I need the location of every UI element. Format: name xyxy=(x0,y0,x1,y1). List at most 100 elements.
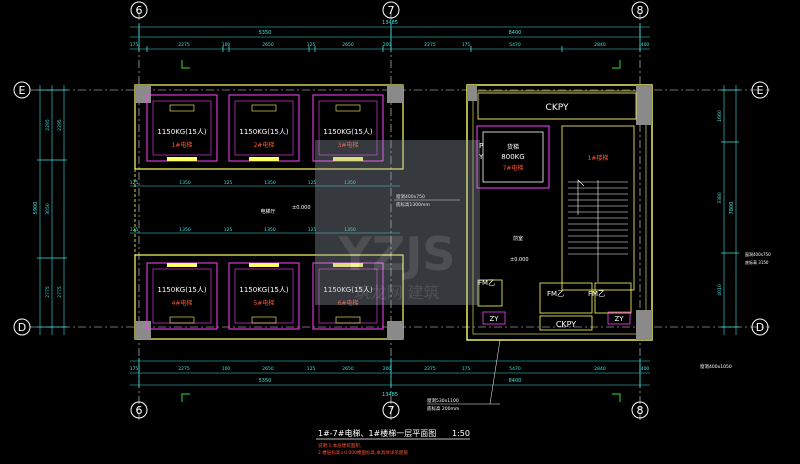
right-core-block: CKPY xyxy=(466,84,653,341)
dim-bottom-overall: 13485 xyxy=(382,392,398,398)
dim-bottom-seg: 5470 xyxy=(509,366,521,372)
freight-elevator-shaft: 货梯 800KG 7#电梯 xyxy=(476,125,550,189)
dim-bottom-seg: 2650 xyxy=(342,366,354,372)
bottom-window-note-1: 窗洞530x1100 xyxy=(427,397,459,404)
bottom-window-note-2: 底标高 200mm xyxy=(427,405,459,412)
dim-right-seg: 3380 xyxy=(717,192,723,204)
bottom-window-leader-diag xyxy=(489,339,501,405)
dim-bottom-seg: 100 xyxy=(222,366,231,372)
elevator-shaft-6: 1150KG(15人) 6#电梯 xyxy=(312,262,384,330)
elevator-capacity: 1150KG(15人) xyxy=(323,286,372,294)
grid-bubble-7-top: 7 xyxy=(382,1,400,19)
elevator-name: 4#电梯 xyxy=(172,299,193,307)
lobby-level: ±0.000 xyxy=(510,257,529,263)
fm-mid-label: FM乙 xyxy=(547,290,564,298)
grid-bubble-d-left: D xyxy=(13,318,31,336)
bottom-doors: FM乙 FM乙 FM乙 ZY ZY CKPY xyxy=(477,279,632,331)
lobby: 前室 ±0.000 P Y xyxy=(478,142,529,263)
lobby-label: 前室 xyxy=(513,235,523,242)
elevator-name: 6#电梯 xyxy=(338,299,359,307)
ckpy-bottom-label: CKPY xyxy=(556,320,576,329)
elevator-hall: 电梯厅 ±0.000 窗洞400x750 底标高1300mm xyxy=(134,169,460,255)
dim-mid-band: 125 1350 125 1350 125 1350 125 1350 125 … xyxy=(130,180,356,233)
dim-bottom-seg: 400 xyxy=(641,366,650,372)
watermark-sub: 筑龙网 建筑 xyxy=(354,283,439,302)
dimension-ticks xyxy=(37,24,739,388)
dim-bottom-seg: 200 xyxy=(383,366,392,372)
dim-left-seg: 2775 xyxy=(45,286,51,298)
elevator-name: 5#电梯 xyxy=(254,299,275,307)
dim-right-note-1: 窗洞400x750 xyxy=(745,251,771,257)
grid-bubble-8-bottom: 8 xyxy=(631,401,649,419)
drawing-title: 1#-7#电梯、1#楼梯一层平面图 xyxy=(318,428,436,438)
dim-bottom-seg: 175 xyxy=(462,366,471,372)
grid-bubble-8-top: 8 xyxy=(631,1,649,19)
grid-bubble-6-top: 6 xyxy=(130,1,148,19)
dim-top-span-67: 5350 xyxy=(259,30,272,36)
dim-left-seg: 2295 xyxy=(45,119,51,131)
dim-top-span-78: 8400 xyxy=(509,30,522,36)
elevator-name: 1#电梯 xyxy=(172,141,193,149)
dim-right-seg: 1660 xyxy=(717,110,723,122)
dim-mid-seg: 1350 xyxy=(344,180,356,186)
dim-bottom-seg: 2275 xyxy=(424,366,436,372)
grid-label-d-left: D xyxy=(18,321,26,334)
grid-bubble-6-bottom: 6 xyxy=(130,401,148,419)
grid-bubble-7-bottom: 7 xyxy=(382,401,400,419)
right-bottom-note: 窗洞400x1050 xyxy=(700,363,732,370)
dim-bottom-span-78: 8400 xyxy=(509,378,522,384)
grid-label-e-left: E xyxy=(19,84,26,97)
watermark-text: YZJS xyxy=(338,227,456,281)
dim-top-seg: 2275 xyxy=(424,42,436,48)
dim-top-seg: 125 xyxy=(307,42,316,48)
dim-bottom-seg: 2840 xyxy=(594,366,606,372)
elevator-shaft-3: 1150KG(15人) 3#电梯 xyxy=(312,94,384,162)
elevator-shaft-2: 1150KG(15人) 2#电梯 xyxy=(228,94,300,162)
dim-mid-seg: 125 xyxy=(308,180,317,186)
dim-top-overall: 13485 xyxy=(382,20,398,26)
window-note-2: 底标高1300mm xyxy=(396,201,430,208)
grid-bubble-e-left: E xyxy=(13,81,31,99)
y-label: Y xyxy=(478,153,484,161)
dim-right-overall: 7800 xyxy=(729,202,735,215)
title-block: 1#-7#电梯、1#楼梯一层平面图 1:50 说明:1.本层建筑面积, 2.楼层… xyxy=(316,428,470,456)
dim-bottom-seg: 2275 xyxy=(178,366,190,372)
elevator-shaft-5: 1150KG(15人) 5#电梯 xyxy=(228,262,300,330)
drawing-scale: 1:50 xyxy=(452,429,470,438)
hall-level: ±0.000 xyxy=(292,205,311,211)
elevator-capacity: 1150KG(15人) xyxy=(239,128,288,136)
window-note-1: 窗洞400x750 xyxy=(396,193,425,200)
dim-mid-seg: 1350 xyxy=(179,180,191,186)
elevator-shaft-1: 1150KG(15人) 1#电梯 xyxy=(146,94,218,162)
dim-top-seg: 2275 xyxy=(178,42,190,48)
grid-label-d-right: D xyxy=(756,321,764,334)
dim-mid-seg: 1350 xyxy=(179,227,191,233)
elevator-capacity: 1150KG(15人) xyxy=(157,128,206,136)
zy-left-label: ZY xyxy=(489,315,499,323)
elevator-shaft-4: 1150KG(15人) 4#电梯 xyxy=(146,262,218,330)
stair-name: 1#楼梯 xyxy=(588,154,609,162)
freight-capacity: 800KG xyxy=(501,153,524,161)
dim-mid-seg: 125 xyxy=(224,180,233,186)
dim-mid-seg: 125 xyxy=(130,180,139,186)
dim-bottom-segments: 175 2275 100 2650 125 2650 200 2275 175 … xyxy=(130,366,650,372)
grid-label-e-right: E xyxy=(757,84,764,97)
dim-top-seg: 5470 xyxy=(509,42,521,48)
fm-left-label: FM乙 xyxy=(478,279,495,287)
dim-left-overall: 5900 xyxy=(33,202,39,215)
dim-right-seg: 4010 xyxy=(717,284,723,296)
dim-left-seg: 3050 xyxy=(45,203,51,215)
elevator-capacity: 1150KG(15人) xyxy=(239,286,288,294)
grid-label-7-top: 7 xyxy=(388,4,395,17)
dim-top-seg: 200 xyxy=(383,42,392,48)
watermark: YZJS 筑龙网 建筑 xyxy=(315,140,480,305)
dim-top-seg: 400 xyxy=(641,42,650,48)
hall-label: 电梯厅 xyxy=(260,208,275,215)
elevator-name: 2#电梯 xyxy=(254,141,275,149)
fm-right-label: FM乙 xyxy=(588,290,605,298)
dimension-lines xyxy=(39,26,737,386)
grid-label-8-bottom: 8 xyxy=(637,404,644,417)
py-label: P xyxy=(479,142,483,150)
title-note-2: 2.楼层标高±0.000楼面标高,本具体详见建施 xyxy=(318,449,408,456)
